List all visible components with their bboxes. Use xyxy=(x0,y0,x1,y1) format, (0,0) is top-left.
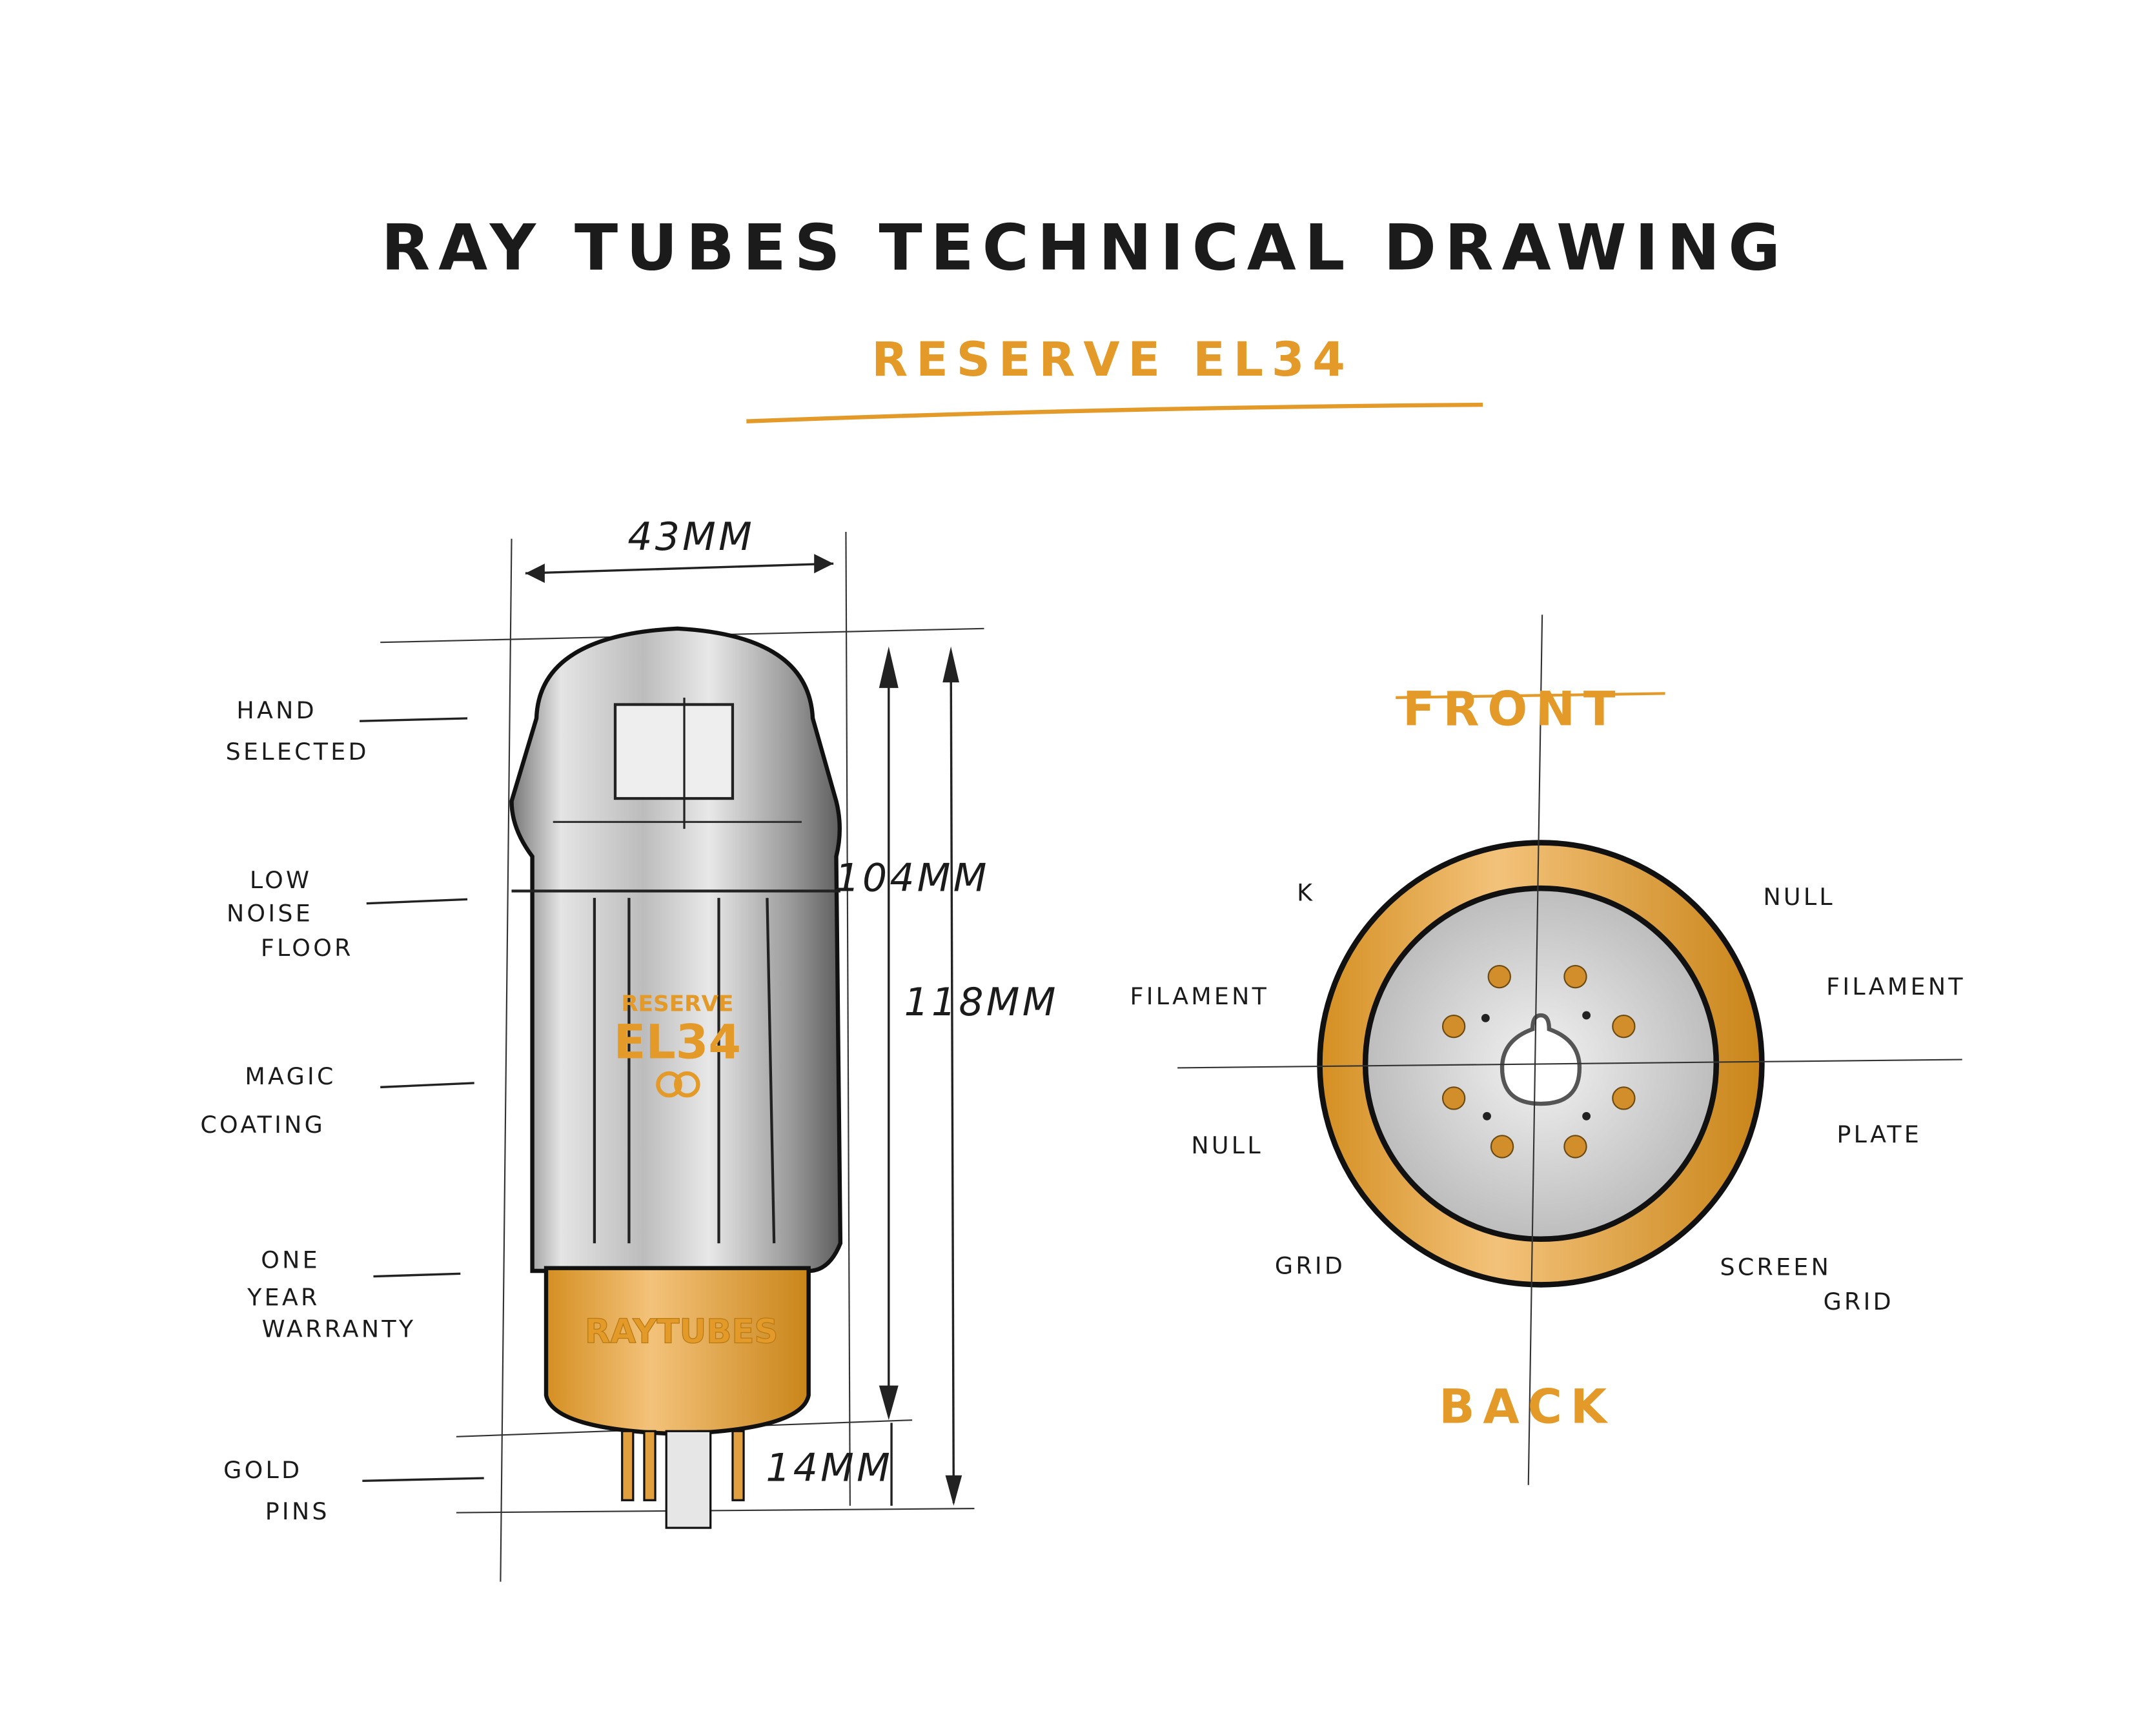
pin-label-filament-right: FILAMENT xyxy=(1826,973,1966,1000)
socket-back-label: BACK xyxy=(1439,1379,1615,1434)
socket-pins xyxy=(1441,964,1636,1159)
feature-text: COATING xyxy=(200,1111,325,1139)
feature-text: YEAR xyxy=(247,1284,320,1312)
pin-label-null-left: NULL xyxy=(1191,1131,1263,1159)
double-ring-icon xyxy=(656,1071,700,1098)
pin-label-screen-grid: GRID xyxy=(1824,1288,1894,1315)
feature-text: FLOOR xyxy=(261,934,354,962)
feature-text: PINS xyxy=(265,1497,330,1525)
pin-label-plate: PLATE xyxy=(1836,1121,1922,1148)
feature-hand-selected: HAND SELECTED xyxy=(226,696,468,766)
feature-text: NOISE xyxy=(227,900,313,928)
total-height-label: 118MM xyxy=(904,980,1059,1025)
gold-pins xyxy=(621,1430,745,1529)
feature-gold-pins: GOLD PINS xyxy=(223,1456,484,1525)
pin-label-null-right: NULL xyxy=(1763,883,1835,911)
base-brand: RAYTUBES xyxy=(585,1312,778,1351)
pin-label-filament-left: FILAMENT xyxy=(1130,982,1269,1010)
subtitle: RESERVE EL34 xyxy=(871,332,1354,387)
feature-text: HAND xyxy=(236,696,317,724)
socket-front-label: FRONT xyxy=(1403,682,1623,737)
feature-one-year-warranty: ONE YEAR WARRANTY xyxy=(247,1246,461,1343)
socket-diagram xyxy=(1177,614,1962,1485)
socket-pin-labels: K NULL FILAMENT FILAMENT NULL PLATE GRID… xyxy=(1130,878,1966,1315)
pin-label-grid: GRID xyxy=(1275,1252,1345,1279)
feature-text: SELECTED xyxy=(226,738,369,766)
pin-length-label: 14MM xyxy=(766,1445,893,1490)
width-label: 43MM xyxy=(627,514,755,560)
feature-text: GOLD xyxy=(223,1456,302,1484)
feature-text: LOW xyxy=(250,866,312,894)
feature-magic-coating: MAGIC COATING xyxy=(200,1062,474,1139)
height-dimensions: 104MM 118MM 14MM xyxy=(766,646,1059,1506)
tube-illustration: RESERVE EL34 RAYTUBES xyxy=(509,626,843,1529)
feature-text: ONE xyxy=(261,1246,320,1274)
subtitle-underline xyxy=(746,402,1483,423)
feature-text: MAGIC xyxy=(245,1062,336,1090)
page-title: RAY TUBES TECHNICAL DRAWING xyxy=(381,211,1788,285)
pin-label-k: K xyxy=(1297,878,1315,906)
tube-label-model: EL34 xyxy=(614,1015,741,1070)
glass-height-label: 104MM xyxy=(835,855,990,900)
feature-text: WARRANTY xyxy=(262,1315,416,1343)
feature-low-noise-floor: LOW NOISE FLOOR xyxy=(227,866,468,962)
width-dimension: 43MM xyxy=(525,514,834,583)
tube-label-reserve: RESERVE xyxy=(621,991,733,1017)
pin-label-screen: SCREEN xyxy=(1720,1253,1832,1281)
